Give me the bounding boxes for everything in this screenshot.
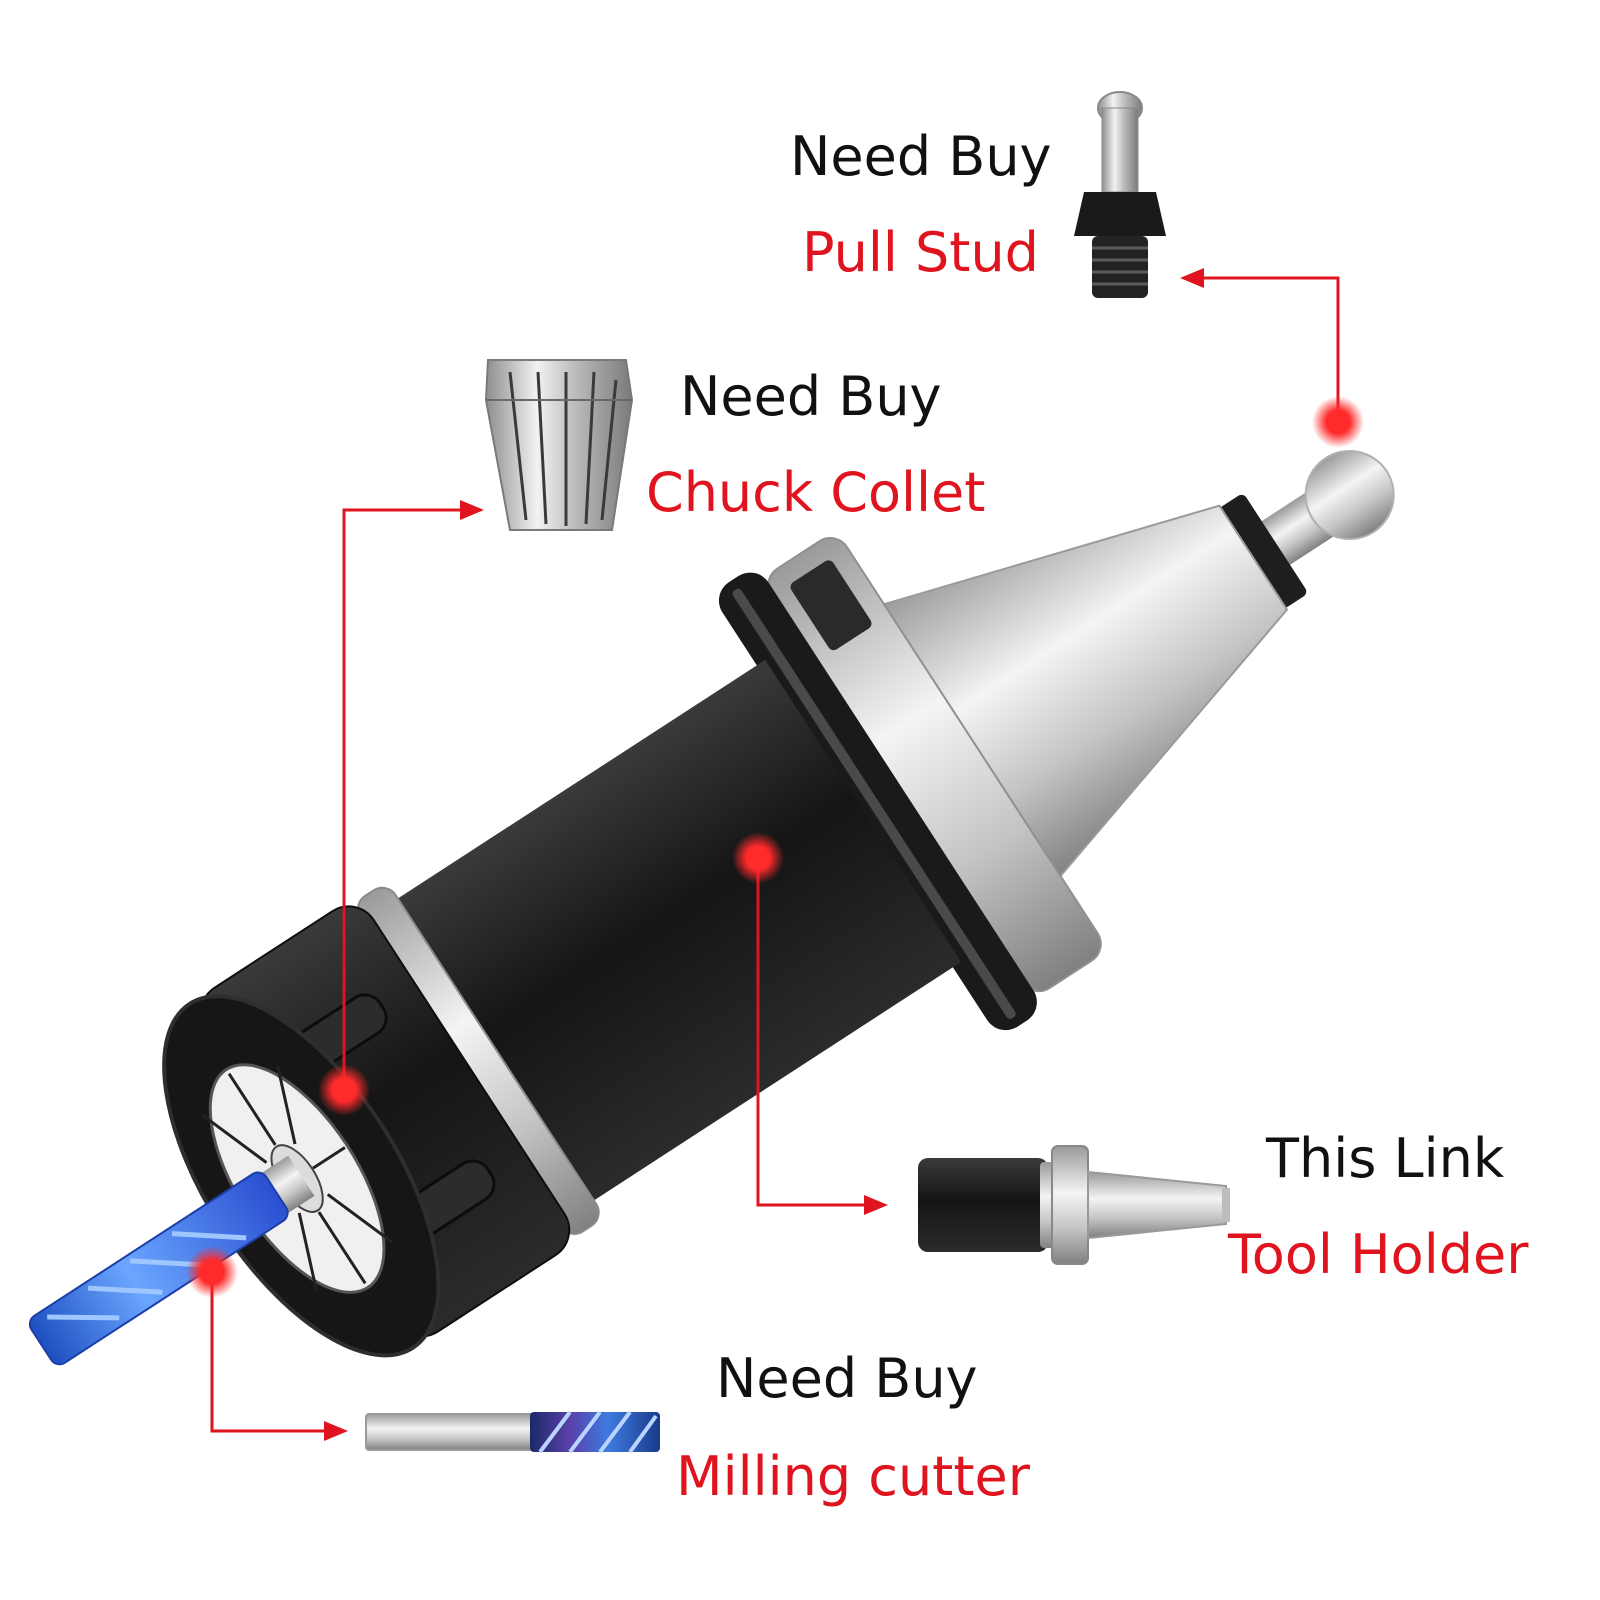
callout-dot-icon: [186, 1246, 238, 1298]
tool-holder-icon: [918, 1145, 1230, 1265]
pull-stud-status: Need Buy: [790, 125, 1052, 188]
callout-dot-icon: [1312, 396, 1364, 448]
tool-holder-name: Tool Holder: [1228, 1223, 1529, 1286]
pull-stud-name: Pull Stud: [802, 221, 1039, 284]
tool-holder-status: This Link: [1266, 1127, 1505, 1190]
chuck-collet-status: Need Buy: [680, 365, 942, 428]
milling-cutter-icon: [365, 1410, 660, 1454]
chuck-collet-name: Chuck Collet: [646, 461, 986, 524]
callout-lines: [210, 276, 1340, 1433]
main-tool-holder-icon: [28, 450, 1395, 1366]
pull-stud-icon: [1074, 91, 1166, 298]
callout-dot-icon: [732, 832, 784, 884]
arrow-heads: [324, 268, 1204, 1441]
callout-dot-icon: [318, 1064, 370, 1116]
milling-cutter-name: Milling cutter: [676, 1445, 1030, 1508]
chuck-collet-icon: [484, 359, 634, 531]
callout-dots: [186, 396, 1364, 1298]
arrow-right-icon: [324, 1421, 348, 1441]
arrow-left-icon: [1180, 268, 1204, 288]
arrow-right-icon: [460, 500, 484, 520]
milling-cutter-status: Need Buy: [716, 1347, 978, 1410]
arrow-right-icon: [864, 1195, 888, 1215]
